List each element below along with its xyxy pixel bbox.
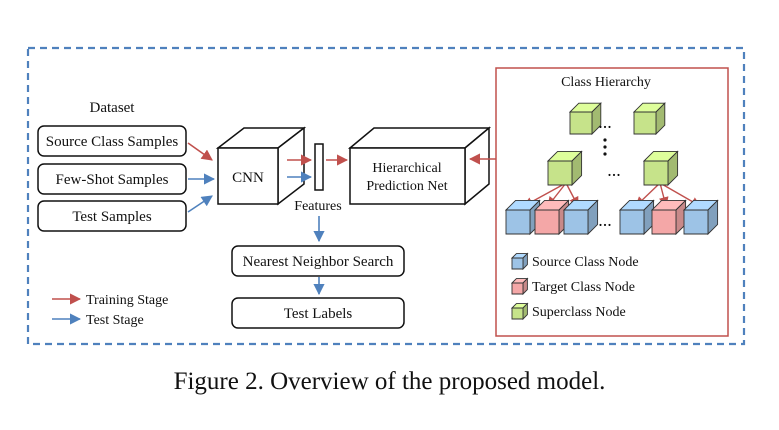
- arrow-source-to-cnn: [187, 142, 213, 161]
- nn-search-box: [231, 245, 405, 277]
- test-labels-box: [231, 297, 405, 329]
- legend-source-node-icon: [510, 252, 529, 271]
- source-node-2: [562, 199, 599, 236]
- legend-superclass-node-icon: [510, 302, 529, 321]
- hierarchy-ellipsis-mid: ...: [607, 160, 621, 180]
- prediction-net-label-line1: Hierarchical: [372, 161, 441, 176]
- superclass-node-top-right: [632, 102, 666, 136]
- hierarchy-vertical-dots: [603, 138, 607, 156]
- overview-diagram: Dataset Source Class Samples Few-Shot Sa…: [26, 46, 746, 346]
- source-node-3: [618, 199, 655, 236]
- hierarchy-ellipsis-bottom: ...: [598, 210, 612, 230]
- outer-frame: [26, 46, 746, 346]
- dataset-box-fewshot: [37, 163, 187, 195]
- source-node-4: [682, 199, 719, 236]
- legend-test-label: Test Stage: [86, 313, 144, 328]
- legend-training-label: Training Stage: [86, 293, 168, 308]
- superclass-node-top-left: [568, 102, 602, 136]
- arrow-test-to-cnn: [187, 195, 213, 213]
- cnn-block: [215, 126, 307, 206]
- hierarchy-ellipsis-top: ...: [598, 112, 612, 132]
- dataset-item-source: Source Class Samples: [46, 134, 179, 150]
- hierarchy-nodes: [504, 102, 719, 321]
- legend-target-node-icon: [510, 277, 529, 296]
- legend-target-node-label: Target Class Node: [532, 280, 635, 295]
- dataset-title: Dataset: [90, 100, 136, 116]
- superclass-node-mid-left: [546, 150, 583, 187]
- legend-source-node-label: Source Class Node: [532, 255, 639, 270]
- dataset-item-fewshot: Few-Shot Samples: [56, 172, 169, 188]
- target-node-2: [650, 199, 687, 236]
- cnn-label: CNN: [232, 170, 264, 186]
- dataset-box-source: [37, 125, 187, 157]
- prediction-net-label-line2: Prediction Net: [366, 179, 447, 194]
- class-hierarchy-title: Class Hierarchy: [561, 75, 651, 90]
- features-bar: [314, 143, 324, 191]
- dataset-box-test: [37, 200, 187, 232]
- nn-search-label: Nearest Neighbor Search: [243, 254, 394, 270]
- prediction-net-block: [347, 126, 492, 206]
- figure-caption: Figure 2. Overview of the proposed model…: [173, 368, 606, 395]
- test-labels-label: Test Labels: [284, 306, 353, 322]
- features-label: Features: [294, 199, 341, 214]
- legend-superclass-node-label: Superclass Node: [532, 305, 626, 320]
- dataset-item-test: Test Samples: [72, 209, 152, 225]
- superclass-node-mid-right: [642, 150, 679, 187]
